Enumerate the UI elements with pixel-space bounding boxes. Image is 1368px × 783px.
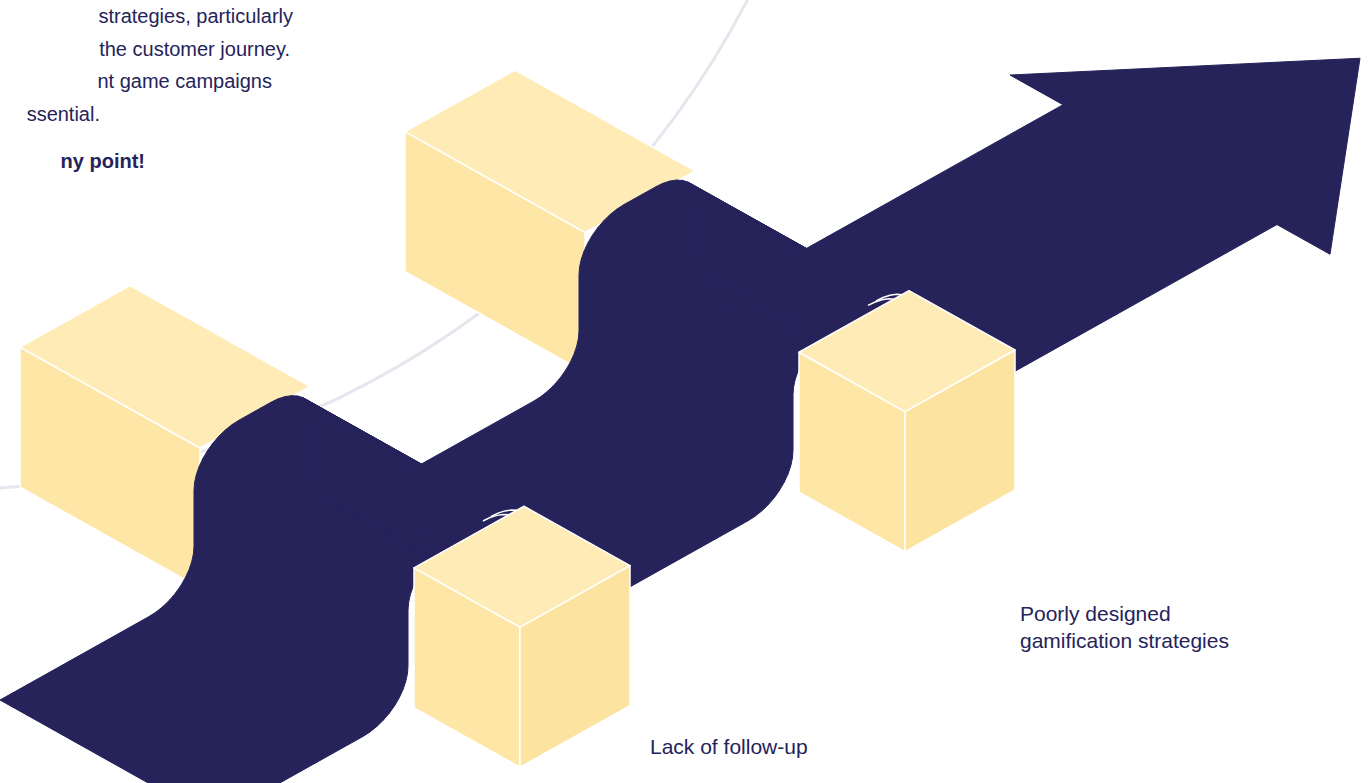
intro-emphasis: ny point!	[61, 148, 145, 174]
intro-text-line: strategies, particularly	[98, 3, 293, 29]
block-face	[414, 506, 630, 627]
obstacle-label: Poorly designed gamification strategies	[1020, 600, 1282, 654]
intro-text-line: nt game campaigns	[97, 68, 272, 94]
hurdle-front-layer	[414, 291, 1015, 768]
hurdle-block	[414, 506, 630, 767]
hurdle-block	[799, 291, 1015, 552]
arrow-head	[1010, 58, 1360, 254]
intro-text-line: the customer journey.	[99, 36, 290, 62]
obstacle-label: Lack of follow-up	[650, 733, 808, 760]
intro-text-line: ssential.	[27, 101, 100, 127]
ribbon-arrow	[0, 58, 1360, 783]
block-face	[799, 291, 1015, 412]
